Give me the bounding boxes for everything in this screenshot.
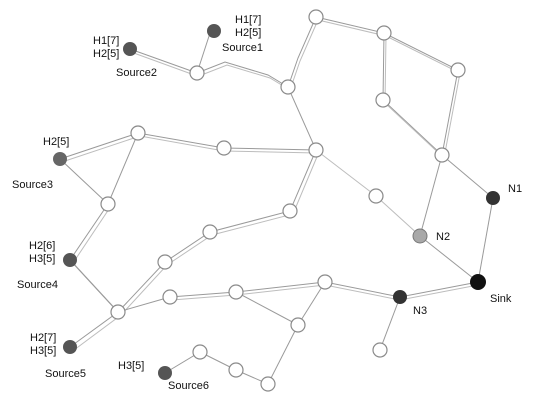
source1-tag-2: H2[5] bbox=[235, 27, 261, 39]
n2-node bbox=[412, 228, 428, 244]
relay-nodes bbox=[100, 9, 466, 392]
special-nodes bbox=[393, 191, 500, 304]
source3-node bbox=[53, 152, 67, 166]
source1-label: Source1 bbox=[222, 42, 263, 54]
relay-node bbox=[260, 376, 276, 392]
source4-tag-1: H2[6] bbox=[29, 240, 55, 252]
source6-tag-1: H3[5] bbox=[118, 360, 144, 372]
relay-node bbox=[189, 65, 205, 81]
source6-label: Source6 bbox=[168, 380, 209, 392]
relay-node bbox=[130, 125, 146, 141]
n1-label: N1 bbox=[508, 183, 522, 195]
source-nodes bbox=[53, 24, 221, 380]
source6-node bbox=[158, 366, 172, 380]
source5-tag-1: H2[7] bbox=[30, 332, 56, 344]
relay-node bbox=[368, 188, 384, 204]
relay-node bbox=[308, 9, 324, 25]
relay-node bbox=[100, 196, 116, 212]
source5-tag-2: H3[5] bbox=[30, 345, 56, 357]
relay-node bbox=[162, 289, 178, 305]
relay-node bbox=[282, 203, 298, 219]
relay-node bbox=[372, 342, 388, 358]
relay-node bbox=[110, 304, 126, 320]
relay-node bbox=[434, 147, 450, 163]
n3-label: N3 bbox=[413, 305, 427, 317]
n3-node bbox=[393, 290, 407, 304]
source5-node bbox=[63, 340, 77, 354]
sink-node bbox=[470, 274, 486, 290]
labels: H1[7] H2[5] Source1 H1[7] H2[5] Source2 … bbox=[12, 14, 522, 392]
sink-label: Sink bbox=[490, 293, 512, 305]
relay-node bbox=[450, 62, 466, 78]
source1-tag-1: H1[7] bbox=[235, 14, 261, 26]
relay-node bbox=[290, 317, 306, 333]
relay-node bbox=[375, 92, 391, 108]
relay-node bbox=[308, 142, 324, 158]
relay-node bbox=[192, 344, 208, 360]
relay-node bbox=[280, 79, 296, 95]
relay-node bbox=[228, 362, 244, 378]
source4-node bbox=[63, 253, 77, 267]
relay-node bbox=[228, 284, 244, 300]
source3-tag-1: H2[5] bbox=[43, 136, 69, 148]
source4-label: Source4 bbox=[17, 279, 58, 291]
source2-tag-2: H2[5] bbox=[93, 48, 119, 60]
n2-label: N2 bbox=[436, 231, 450, 243]
relay-node bbox=[157, 254, 173, 270]
source2-node bbox=[123, 42, 137, 56]
relay-node bbox=[376, 25, 392, 41]
n1-node bbox=[486, 191, 500, 205]
source3-label: Source3 bbox=[12, 179, 53, 191]
relay-node bbox=[202, 224, 218, 240]
relay-node bbox=[216, 140, 232, 156]
source2-tag-1: H1[7] bbox=[93, 35, 119, 47]
source1-node bbox=[207, 24, 221, 38]
source2-label: Source2 bbox=[116, 67, 157, 79]
source5-label: Source5 bbox=[45, 368, 86, 380]
source4-tag-2: H3[5] bbox=[29, 253, 55, 265]
relay-node bbox=[317, 274, 333, 290]
